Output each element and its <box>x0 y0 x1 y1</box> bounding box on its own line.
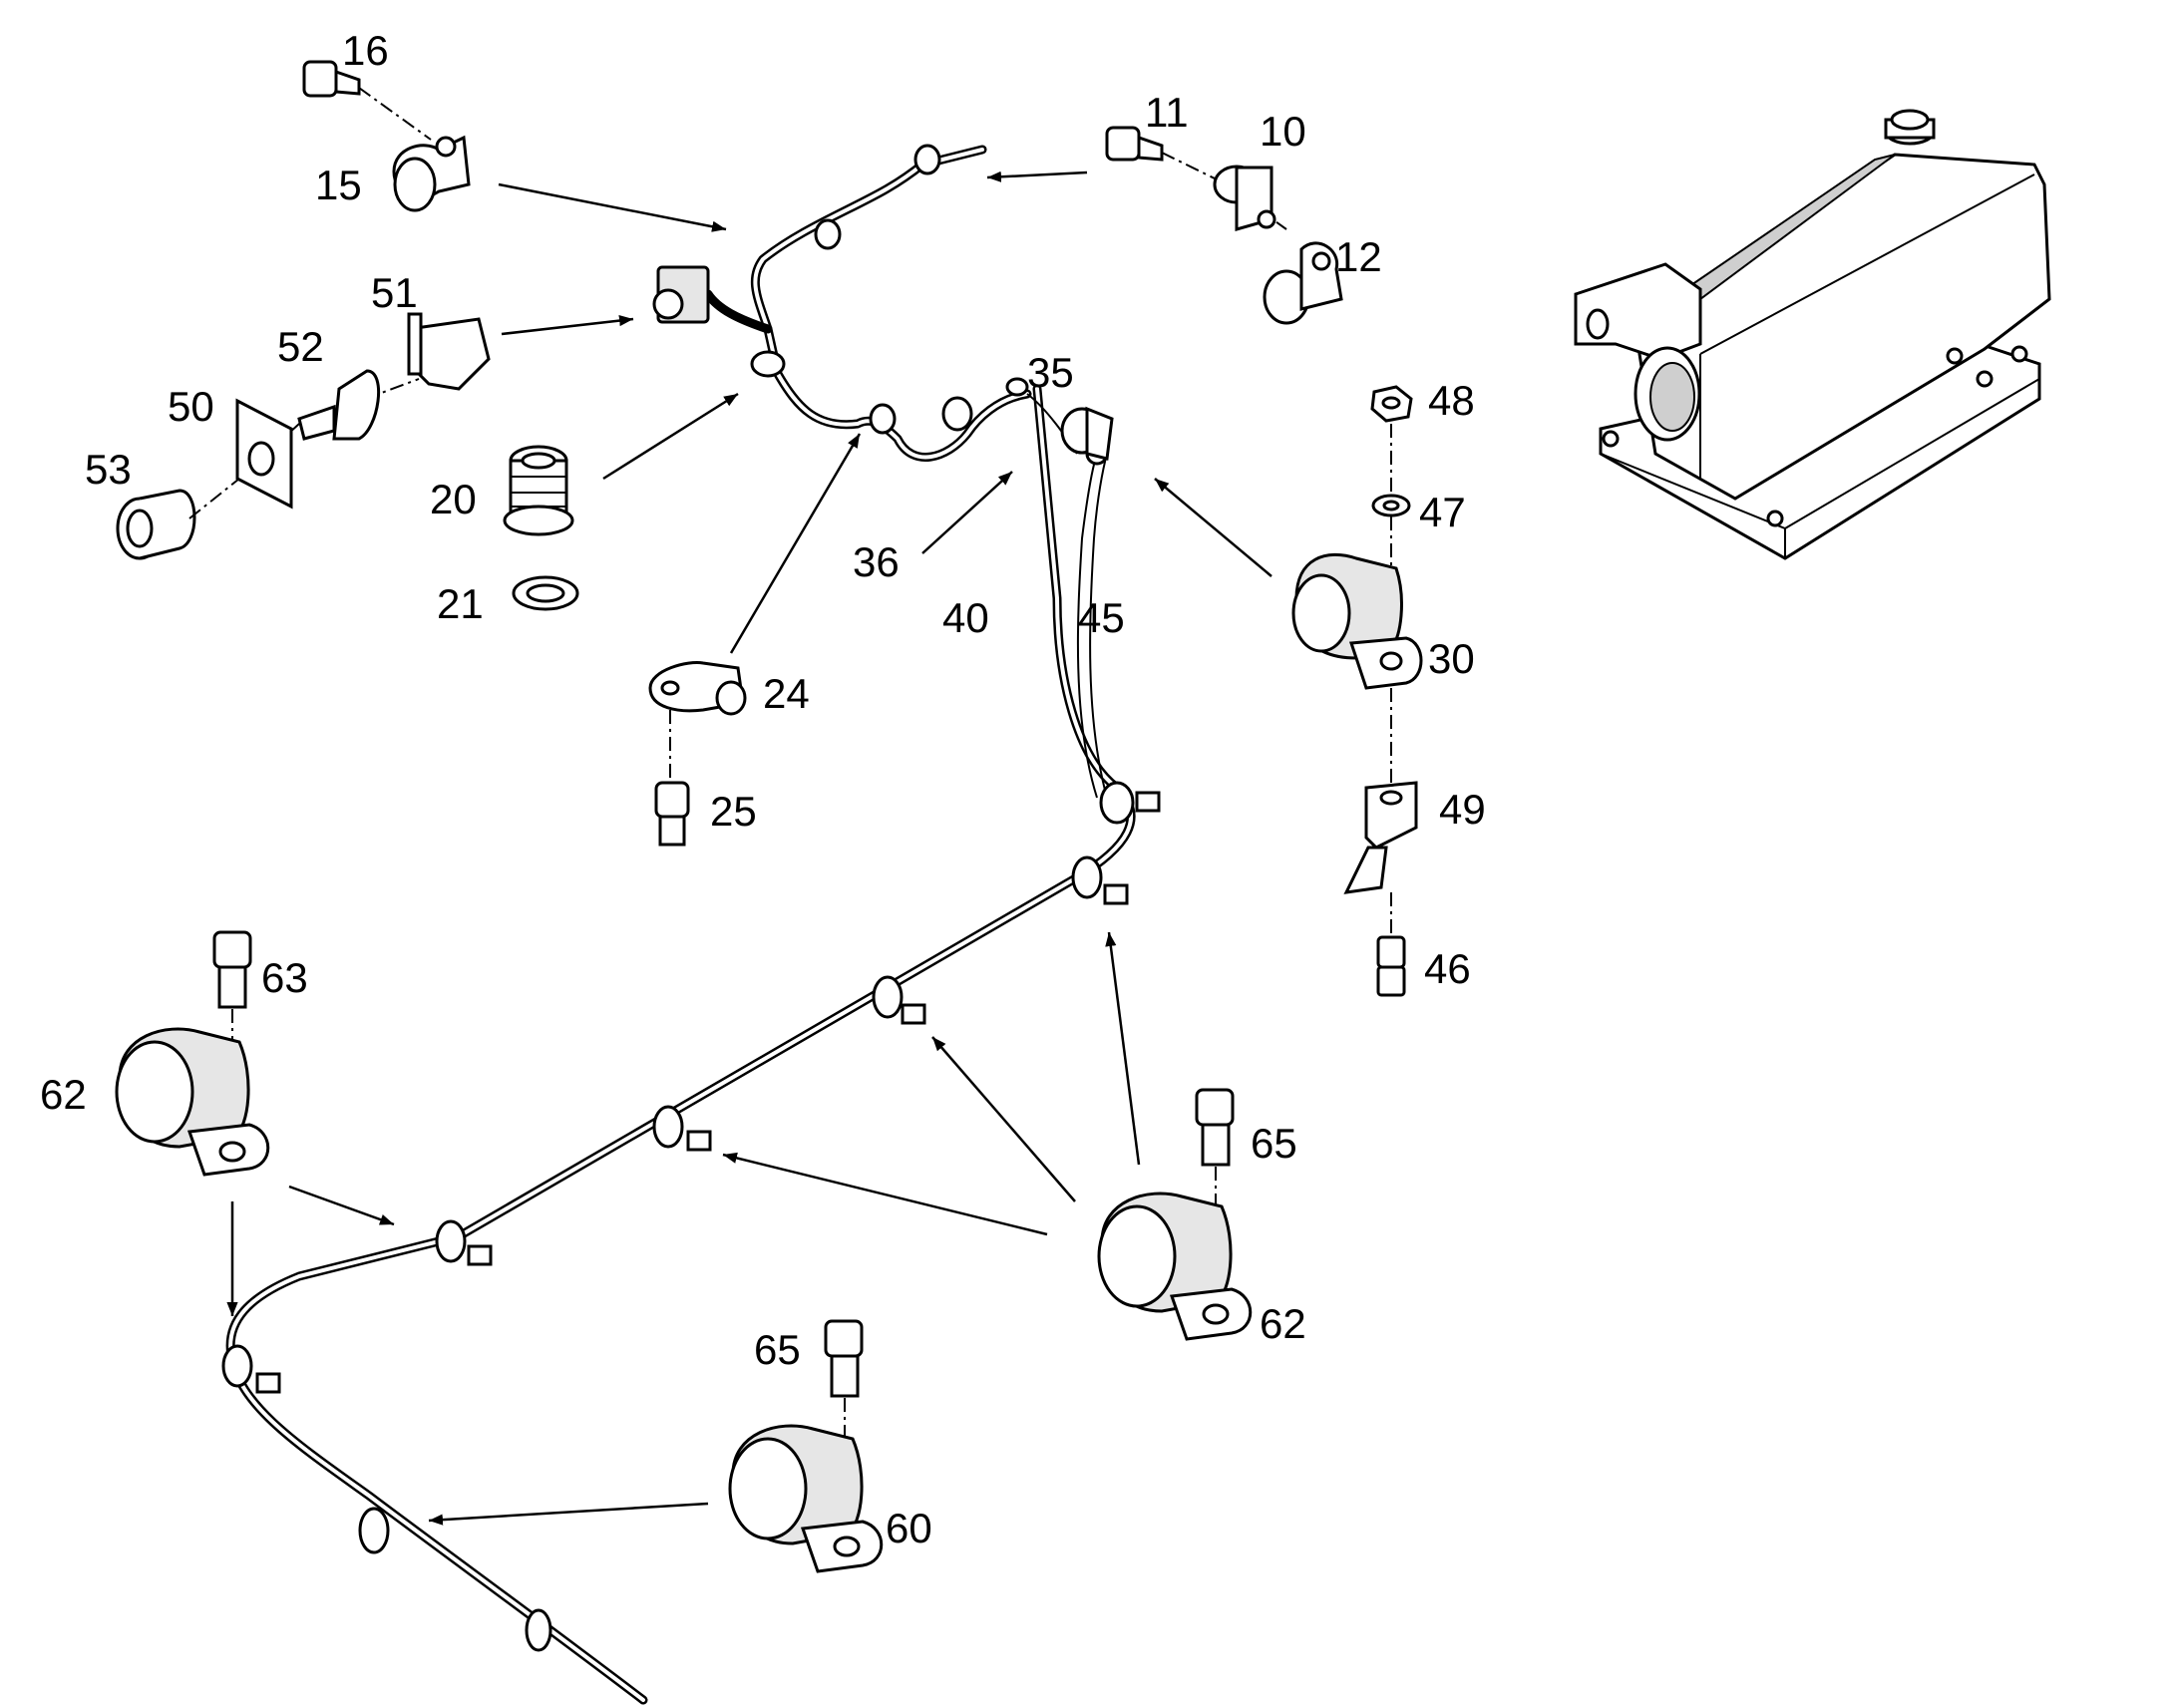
arrow-51 <box>501 315 634 336</box>
switch-52 <box>297 369 380 441</box>
arrow-36 <box>921 471 1013 554</box>
arrow-62-right-a <box>722 1152 1048 1236</box>
screw-63 <box>212 930 252 1009</box>
clamp-10 <box>1213 165 1276 231</box>
callout-65-lower: 65 <box>754 1326 801 1373</box>
callout-15: 15 <box>315 162 362 208</box>
nut-21 <box>512 575 579 611</box>
callout-11: 11 <box>1145 89 1189 136</box>
callout-24: 24 <box>763 670 810 717</box>
callout-63: 63 <box>261 954 308 1001</box>
callout-48: 48 <box>1428 377 1475 424</box>
axis-16-15 <box>358 87 432 141</box>
clamp-15 <box>392 135 471 212</box>
callout-49: 49 <box>1439 786 1486 833</box>
callout-16: 16 <box>342 27 389 74</box>
bracket-51 <box>407 312 491 391</box>
callout-12: 12 <box>1335 233 1382 280</box>
callout-35: 35 <box>1027 349 1074 396</box>
clamp-near-45 <box>1060 406 1114 461</box>
screw-16 <box>302 60 361 98</box>
harness-clips <box>221 144 1161 1652</box>
callout-51: 51 <box>371 269 418 316</box>
callout-60: 60 <box>886 1505 932 1551</box>
callout-62-left: 62 <box>40 1071 87 1118</box>
screw-11 <box>1105 126 1164 162</box>
callout-65-upper: 65 <box>1251 1120 1297 1167</box>
callout-52: 52 <box>277 323 324 370</box>
clamp-60 <box>728 1424 884 1573</box>
clamp-62-right <box>1097 1192 1253 1341</box>
screw-65-upper <box>1195 1088 1235 1167</box>
arrow-30 <box>1154 478 1272 577</box>
clamp-24 <box>648 660 747 716</box>
callout-62-right: 62 <box>1260 1300 1306 1347</box>
enclosure-housing <box>1574 109 2051 560</box>
arrow-10 <box>986 171 1088 182</box>
enclosure-top-gland <box>1884 109 1936 146</box>
callout-50: 50 <box>168 383 214 430</box>
callout-36: 36 <box>853 538 900 585</box>
callout-46: 46 <box>1424 945 1471 992</box>
callout-labels: 16 15 11 10 12 51 52 50 53 20 21 24 25 3… <box>40 27 1486 1551</box>
harness-connector <box>652 265 710 324</box>
cable-gland-20 <box>503 445 574 536</box>
arrow-60 <box>428 1502 709 1526</box>
clamp-30 <box>1291 552 1423 690</box>
clamp-12 <box>1263 241 1343 325</box>
arrow-24 <box>729 433 862 654</box>
callout-45: 45 <box>1078 594 1125 641</box>
plate-50 <box>235 398 293 510</box>
arrow-20 <box>602 392 739 481</box>
terminal-49 <box>1343 781 1418 894</box>
callout-20: 20 <box>430 476 477 522</box>
washer-47 <box>1371 494 1411 517</box>
callout-53: 53 <box>85 446 132 493</box>
callout-25: 25 <box>710 788 757 835</box>
nut-48 <box>1370 385 1413 423</box>
callout-40: 40 <box>942 594 989 641</box>
callout-21: 21 <box>437 580 484 627</box>
screw-25 <box>654 781 690 847</box>
callout-47: 47 <box>1419 489 1466 535</box>
arrow-62-right-b <box>931 1036 1076 1202</box>
screw-65-lower <box>824 1319 864 1398</box>
callout-10: 10 <box>1260 108 1306 155</box>
arrow-62-left-a <box>288 1185 395 1226</box>
cap-53 <box>116 489 196 560</box>
arrow-15 <box>498 182 727 232</box>
clamp-62-left <box>115 1027 270 1177</box>
arrow-62-right-c <box>1105 931 1141 1166</box>
axis-53-50-52-51 <box>188 378 420 519</box>
screw-46 <box>1376 935 1406 997</box>
callout-30: 30 <box>1428 635 1475 682</box>
